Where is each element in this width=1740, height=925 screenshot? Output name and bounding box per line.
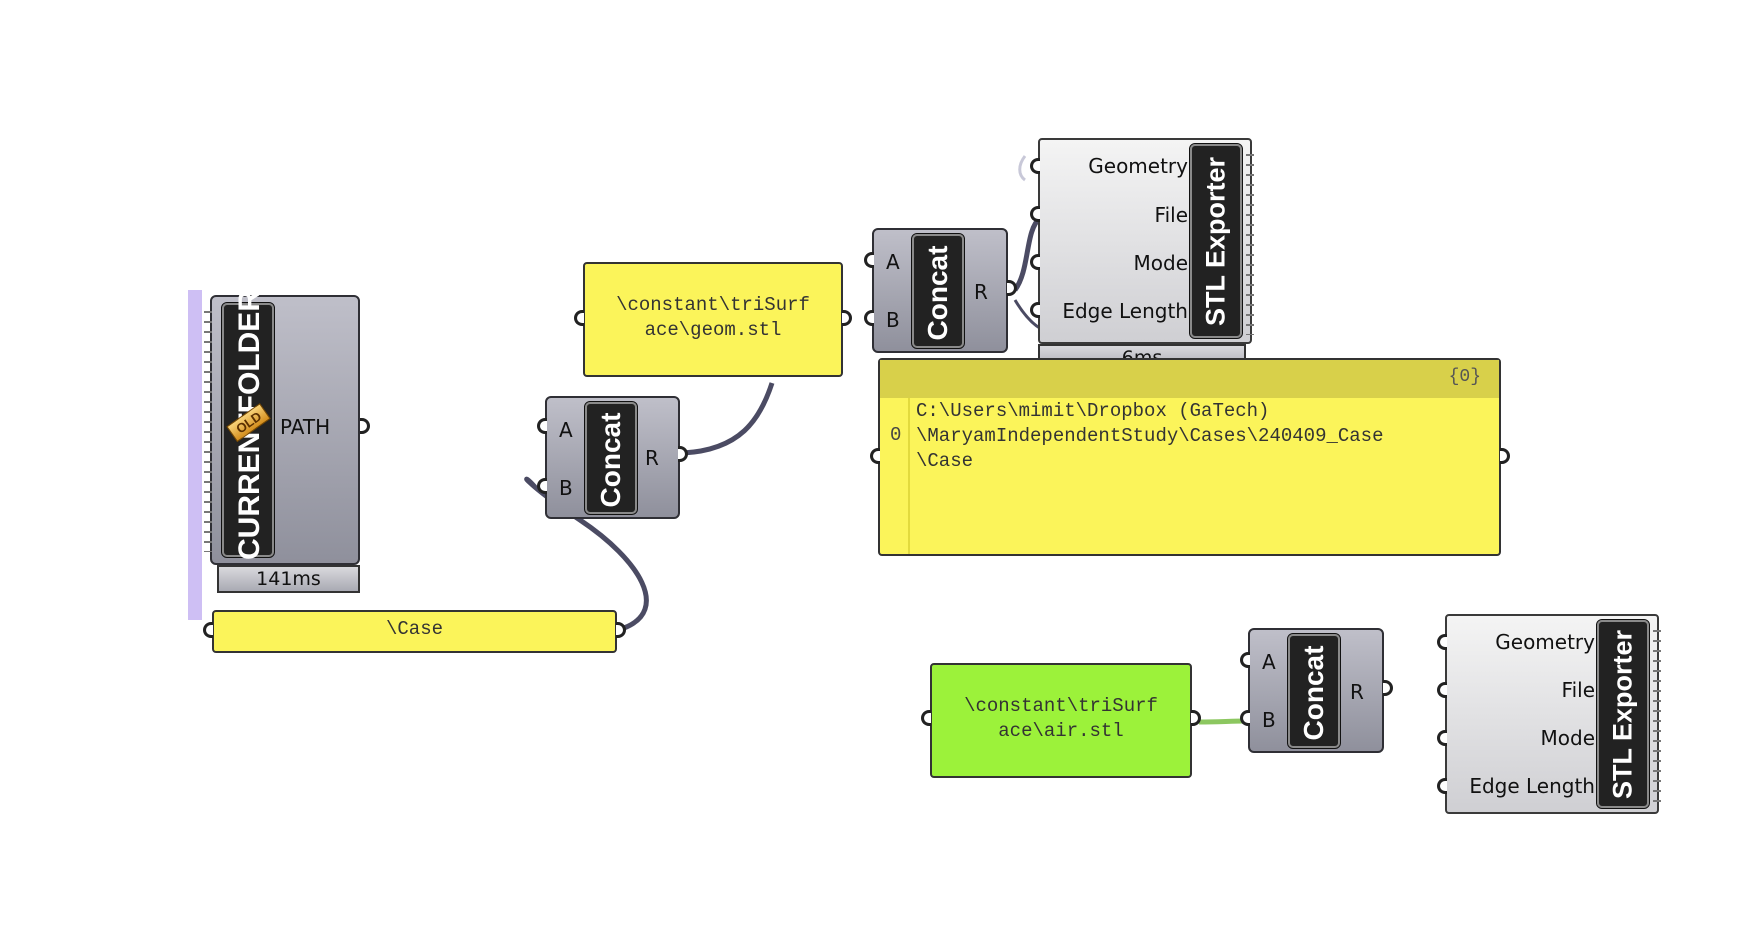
concat1-output-r-grip[interactable] bbox=[678, 446, 688, 462]
stl-exporter1-component[interactable]: Geometry File Mode Edge Length STL Expor… bbox=[1038, 138, 1254, 344]
concat3-title: Concat bbox=[1298, 645, 1329, 741]
concat2-input-b-label: B bbox=[886, 308, 900, 332]
case-panel-input-grip[interactable] bbox=[203, 622, 213, 638]
concat1-input-b-label: B bbox=[559, 476, 573, 500]
air-panel-line2: ace\air.stl bbox=[998, 720, 1124, 742]
concat3-input-a-grip[interactable] bbox=[1240, 652, 1250, 668]
concat1-title-plate: Concat bbox=[584, 401, 638, 515]
case-panel[interactable]: \Case bbox=[212, 610, 617, 653]
current-folder-left-edge bbox=[204, 307, 212, 552]
concat1-output-r-label: R bbox=[645, 446, 659, 470]
geom-panel-line2: ace\geom.stl bbox=[644, 319, 782, 341]
geom-panel[interactable]: \constant\triSurf ace\geom.stl bbox=[583, 262, 843, 377]
current-folder-output-label: PATH bbox=[280, 415, 331, 439]
case-panel-text: \Case bbox=[385, 618, 443, 640]
stl-exporter2-edge-length-grip[interactable] bbox=[1437, 778, 1447, 794]
path-panel-header: {0} bbox=[1448, 367, 1481, 387]
stl-exporter2-input-mode: Mode bbox=[1540, 726, 1596, 750]
stl-exporter1-input-mode: Mode bbox=[1133, 251, 1189, 275]
stl-exporter2-mode-grip[interactable] bbox=[1437, 730, 1447, 746]
current-folder-component[interactable]: CURRENTFOLDER OLD PATH bbox=[204, 290, 360, 565]
concat3-component[interactable]: Concat A B R bbox=[1248, 628, 1384, 753]
concat3-output-r-grip[interactable] bbox=[1383, 680, 1393, 696]
stl-exporter1-edge-length-grip[interactable] bbox=[1030, 302, 1040, 318]
stl-exporter2-title: STL Exporter bbox=[1607, 629, 1638, 800]
concat3-output-r-label: R bbox=[1350, 680, 1364, 704]
stl-exporter1-right-edge bbox=[1246, 150, 1254, 335]
air-panel[interactable]: \constant\triSurf ace\air.stl bbox=[930, 663, 1192, 778]
path-panel-header-bar bbox=[880, 360, 1499, 398]
geom-panel-input-grip[interactable] bbox=[574, 310, 584, 326]
stl-exporter1-input-file: File bbox=[1154, 203, 1188, 227]
stl-exporter1-file-grip[interactable] bbox=[1030, 206, 1040, 222]
air-panel-output-grip[interactable] bbox=[1191, 710, 1201, 726]
stl-exporter2-input-geometry: Geometry bbox=[1495, 630, 1595, 654]
stl-exporter1-geometry-grip[interactable] bbox=[1030, 158, 1040, 174]
stl-exporter2-input-edge-length: Edge Length bbox=[1469, 774, 1595, 798]
stl-exporter1-title: STL Exporter bbox=[1200, 156, 1231, 327]
concat3-title-plate: Concat bbox=[1287, 633, 1341, 749]
current-folder-output-grip[interactable] bbox=[360, 418, 370, 434]
stl-exporter2-right-edge bbox=[1653, 626, 1661, 806]
stl-exporter1-input-geometry: Geometry bbox=[1088, 154, 1188, 178]
concat2-input-a-label: A bbox=[886, 250, 900, 274]
stl-exporter1-mode-grip[interactable] bbox=[1030, 254, 1040, 270]
wire-concat1-to-concat2 bbox=[682, 382, 775, 456]
stl-exporter2-geometry-grip[interactable] bbox=[1437, 634, 1447, 650]
concat2-output-r-label: R bbox=[974, 280, 988, 304]
concat2-output-r-grip[interactable] bbox=[1007, 280, 1017, 296]
concat2-input-a-grip[interactable] bbox=[864, 252, 874, 268]
stl-exporter1-input-edge-length: Edge Length bbox=[1062, 299, 1188, 323]
path-panel-line-1: C:\Users\mimit\Dropbox (GaTech) bbox=[916, 400, 1270, 422]
path-panel-output-grip[interactable] bbox=[1500, 448, 1510, 464]
path-panel-line-2: \MaryamIndependentStudy\Cases\240409_Cas… bbox=[916, 425, 1384, 447]
concat2-component[interactable]: Concat A B R bbox=[872, 228, 1008, 353]
path-panel[interactable]: {0} 0 C:\Users\mimit\Dropbox (GaTech) \M… bbox=[878, 358, 1501, 556]
stl-exporter2-title-plate: STL Exporter bbox=[1596, 619, 1650, 809]
path-panel-input-grip[interactable] bbox=[870, 448, 880, 464]
concat3-input-a-label: A bbox=[1262, 650, 1276, 674]
concat1-input-b-grip[interactable] bbox=[537, 478, 547, 494]
concat1-input-a-label: A bbox=[559, 418, 573, 442]
air-panel-input-grip[interactable] bbox=[921, 710, 931, 726]
selection-highlight bbox=[188, 290, 202, 620]
stl-exporter2-component[interactable]: Geometry File Mode Edge Length STL Expor… bbox=[1445, 614, 1661, 814]
stl-exporter2-input-file: File bbox=[1561, 678, 1595, 702]
concat1-title: Concat bbox=[595, 412, 626, 508]
concat3-input-b-label: B bbox=[1262, 708, 1276, 732]
air-panel-line1: \constant\triSurf bbox=[964, 695, 1158, 717]
geom-panel-line1: \constant\triSurf bbox=[616, 294, 810, 316]
stl-exporter2-file-grip[interactable] bbox=[1437, 682, 1447, 698]
current-folder-timer: 141ms bbox=[217, 565, 360, 593]
path-panel-index: 0 bbox=[890, 424, 902, 446]
concat3-input-b-grip[interactable] bbox=[1240, 710, 1250, 726]
path-panel-divider bbox=[908, 398, 910, 554]
path-panel-line-3: \Case bbox=[916, 450, 974, 472]
concat1-input-a-grip[interactable] bbox=[537, 418, 547, 434]
concat1-component[interactable]: Concat A B R bbox=[545, 396, 680, 519]
geom-panel-output-grip[interactable] bbox=[842, 310, 852, 326]
concat2-input-b-grip[interactable] bbox=[864, 310, 874, 326]
concat2-title-plate: Concat bbox=[911, 233, 965, 349]
stl-exporter1-title-plate: STL Exporter bbox=[1189, 143, 1243, 339]
case-panel-output-grip[interactable] bbox=[616, 622, 626, 638]
wire-geometry-stub bbox=[1018, 155, 1027, 182]
concat2-title: Concat bbox=[922, 245, 953, 341]
